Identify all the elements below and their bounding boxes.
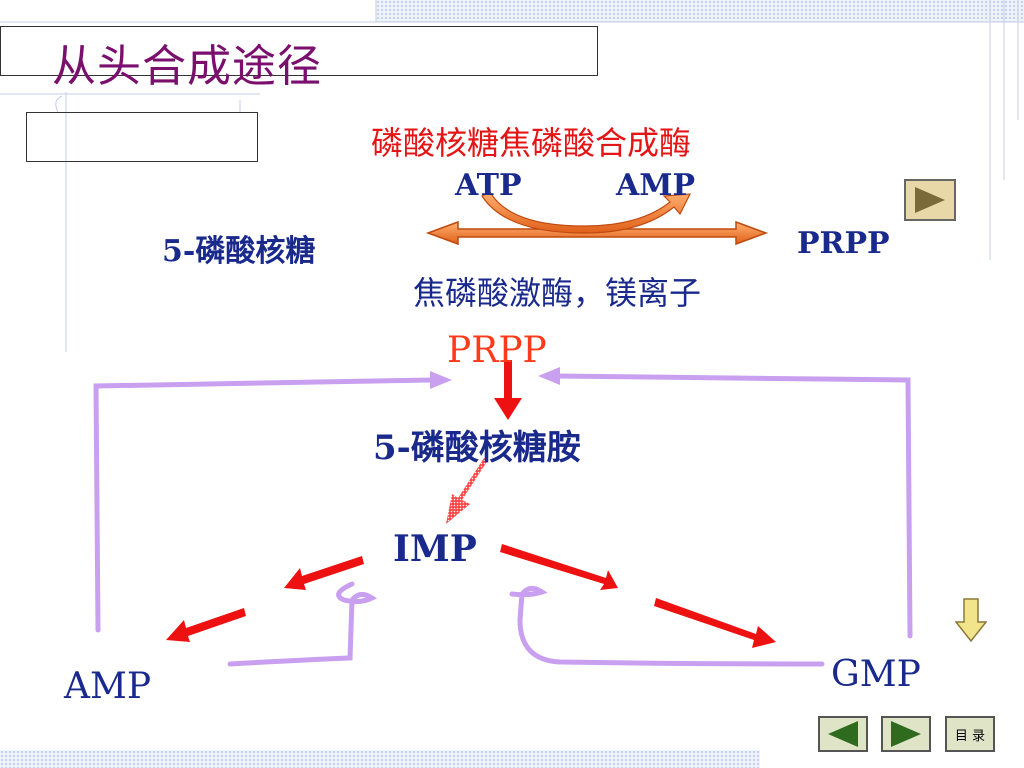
amp-cofactor-label: AMP bbox=[616, 168, 696, 203]
feedback-amp-line bbox=[93, 377, 435, 633]
imp-node-label: IMP bbox=[393, 528, 477, 570]
feedback-arrowhead-right bbox=[538, 367, 560, 385]
atp-label: ATP bbox=[455, 168, 522, 203]
table-of-contents-button[interactable]: 目 录 bbox=[945, 716, 995, 752]
prpp-down-arrowhead bbox=[494, 398, 522, 420]
prpp-down-arrow-shaft bbox=[504, 360, 512, 402]
prpp-product-label: PRPP bbox=[797, 226, 890, 261]
right-arrow-icon bbox=[891, 721, 921, 747]
page-title: 从头合成途径 bbox=[52, 41, 322, 92]
feedback-gmp-line bbox=[553, 373, 913, 639]
title-frame bbox=[0, 26, 598, 76]
down-arrow-button[interactable] bbox=[955, 598, 987, 642]
previous-slide-button[interactable] bbox=[818, 716, 868, 752]
enzyme-label-pyrophosphokinase: 焦磷酸激酶，镁离子 bbox=[413, 274, 702, 312]
bottom-dot-band bbox=[0, 750, 760, 768]
enzyme-label-prpp-synthetase: 磷酸核糖焦磷酸合成酶 bbox=[371, 124, 692, 162]
toc-button-label: 目 录 bbox=[954, 728, 986, 744]
imp-to-amp-arrow-1 bbox=[284, 556, 364, 590]
phosphoribosylamine-node-label: 5-磷酸核糖胺 bbox=[373, 428, 581, 468]
play-button[interactable] bbox=[904, 179, 956, 221]
next-slide-button[interactable] bbox=[881, 716, 931, 752]
left-arrow-icon bbox=[828, 721, 858, 747]
empty-label-box bbox=[26, 112, 258, 162]
down-arrow-icon bbox=[955, 598, 987, 642]
feedback-amp-to-imp-curve bbox=[227, 581, 377, 667]
imp-to-amp-arrow-2 bbox=[166, 608, 246, 642]
imp-to-gmp-arrow-2 bbox=[654, 598, 776, 648]
feedback-gmp-to-imp-curve bbox=[509, 586, 825, 667]
ribose-5-phosphate-label: 5-磷酸核糖 bbox=[162, 234, 316, 269]
cofactor-curve-arrow bbox=[481, 191, 692, 234]
feedback-arrowhead-left bbox=[430, 371, 452, 389]
play-icon bbox=[915, 187, 945, 213]
imp-to-gmp-arrow-1 bbox=[500, 544, 618, 590]
amp-node-label: AMP bbox=[64, 666, 152, 707]
dotted-arrow-to-imp bbox=[446, 458, 488, 524]
gmp-node-label: GMP bbox=[831, 654, 921, 695]
top-dot-band bbox=[376, 0, 1024, 22]
prpp-node-label: PRPP bbox=[447, 330, 547, 371]
